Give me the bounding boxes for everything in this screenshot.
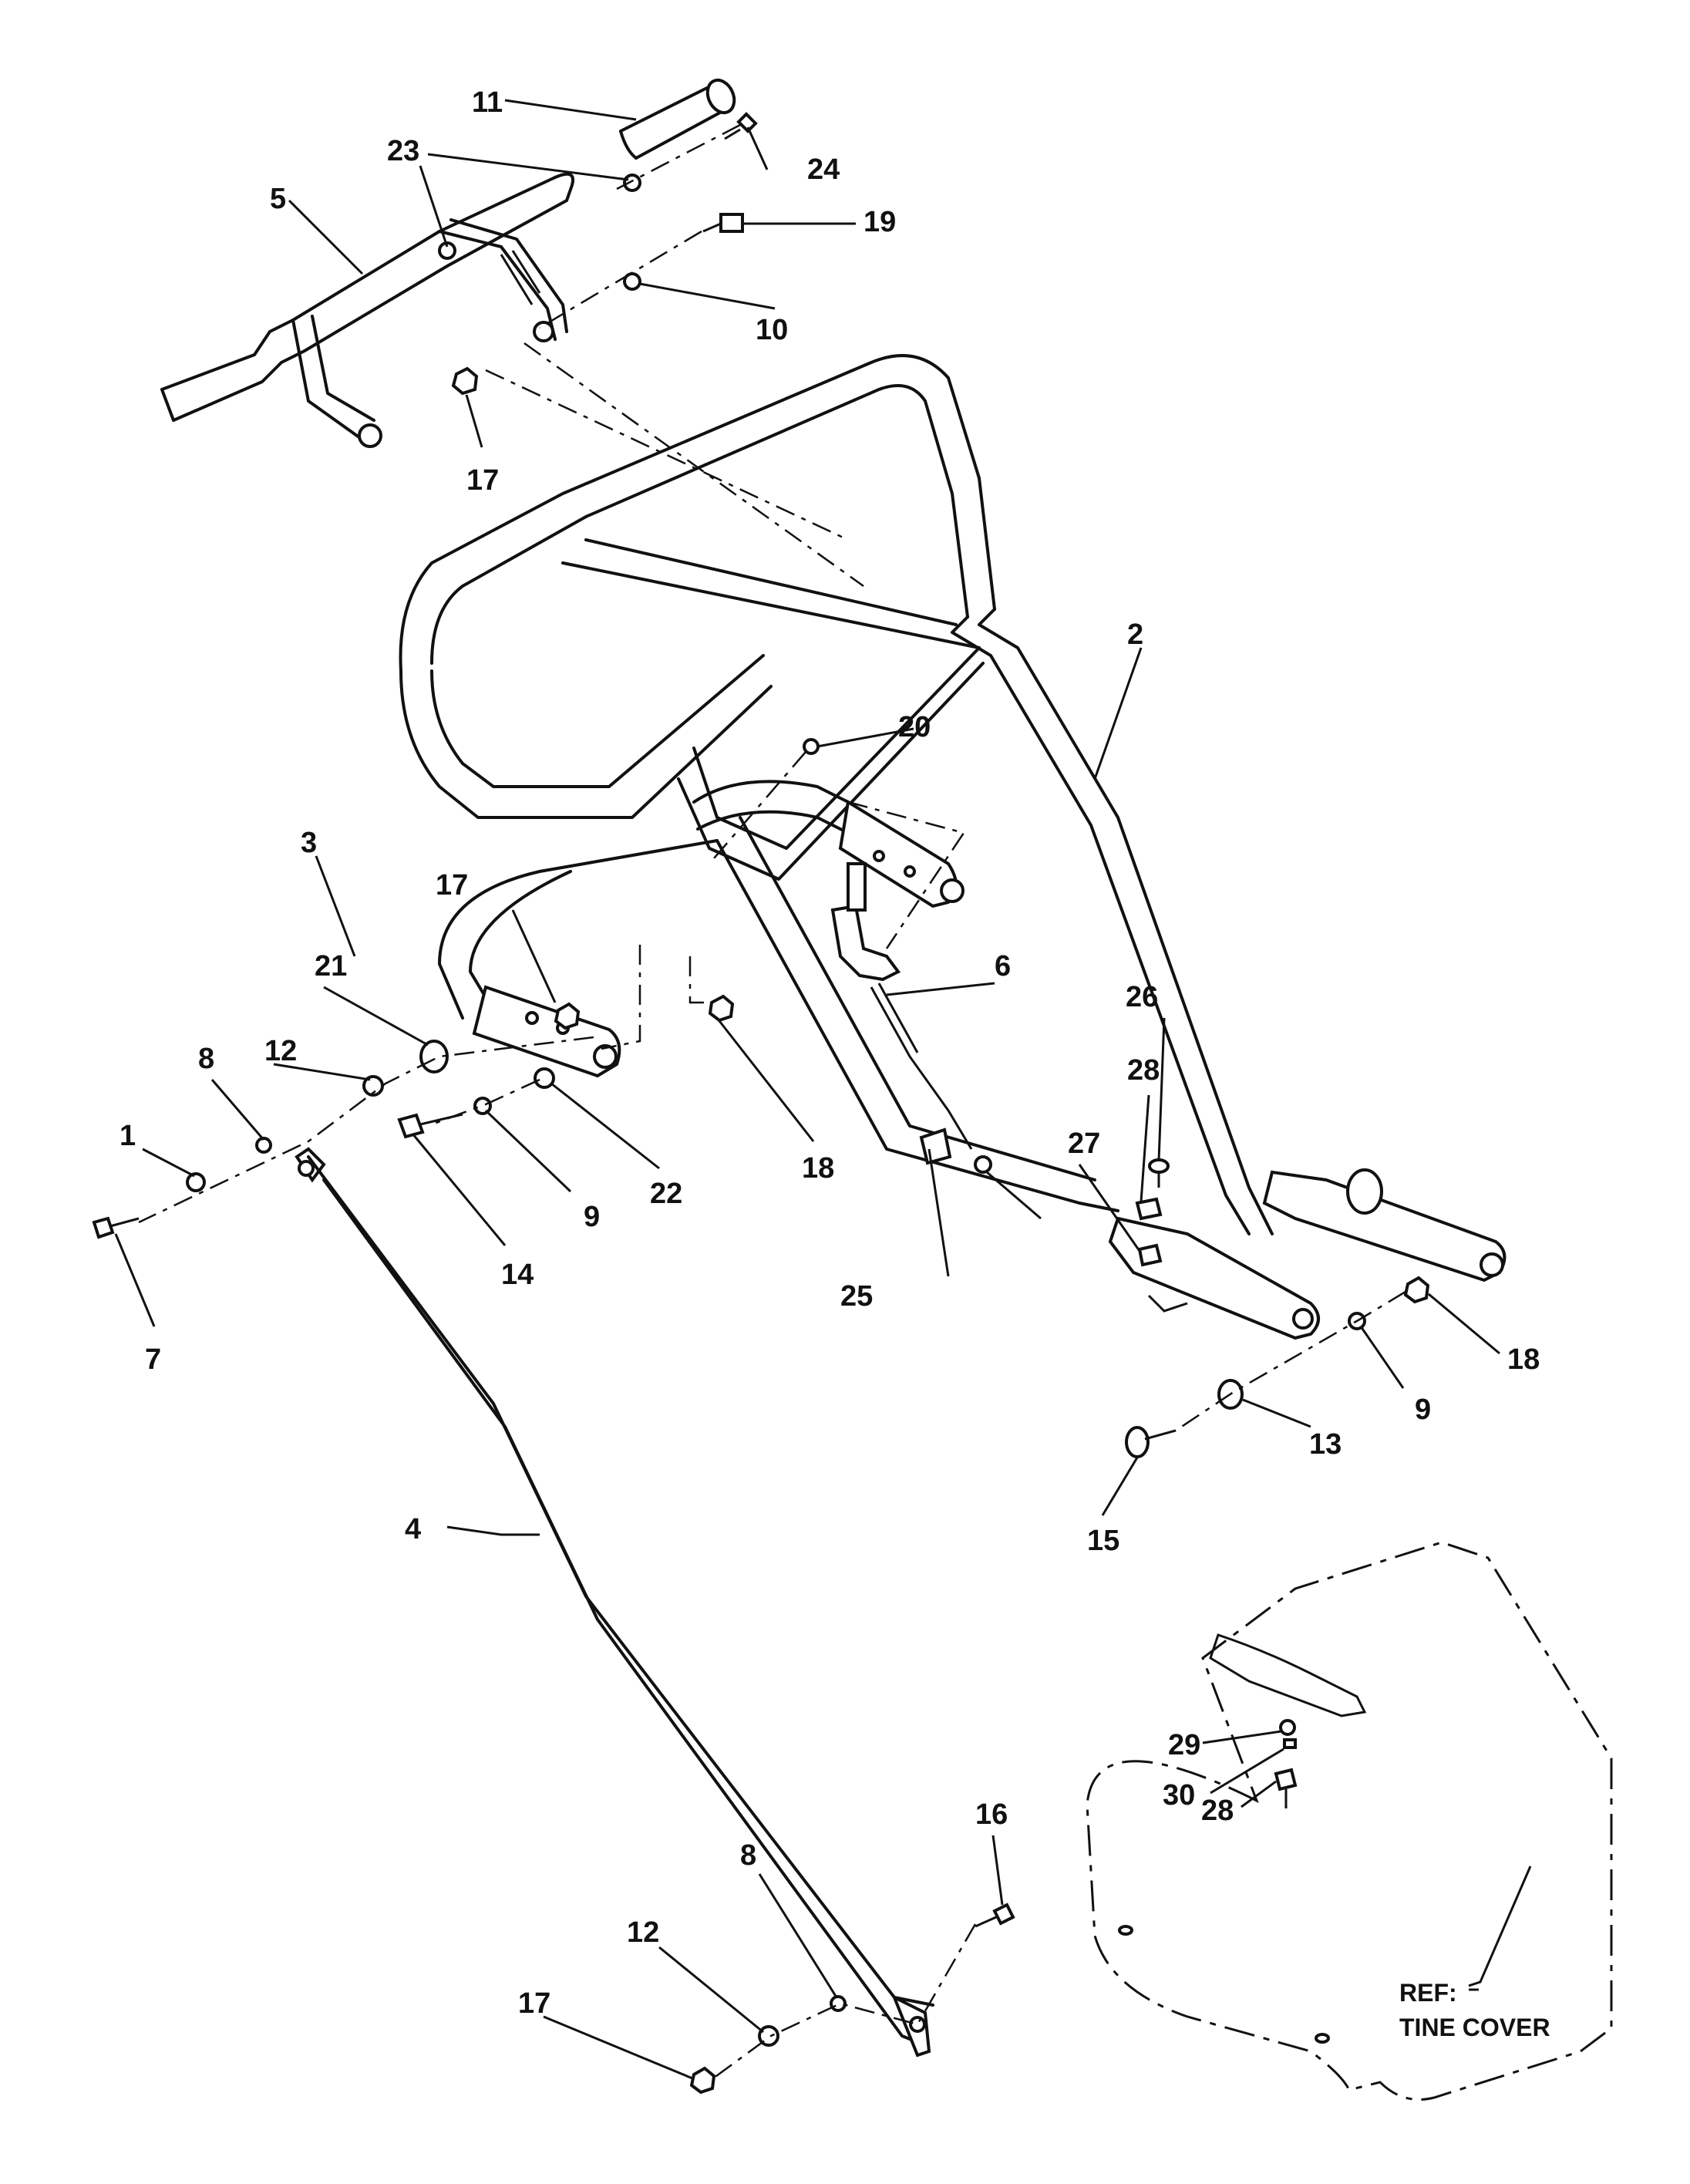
leader-lines <box>114 99 1532 2080</box>
callout-10: 10 <box>756 314 788 346</box>
callout-20: 20 <box>898 711 931 743</box>
callout-27: 27 <box>1068 1127 1100 1160</box>
part-11-handle-grip <box>619 78 736 160</box>
callout-19: 19 <box>864 206 896 238</box>
callout-30: 30 <box>1163 1779 1195 1812</box>
callout-9: 9 <box>584 1201 600 1233</box>
hardware-fasteners <box>92 112 1430 2095</box>
callout-3: 3 <box>301 827 317 859</box>
lower-right-tube-brackets <box>1108 1168 1507 1340</box>
callout-18: 18 <box>802 1152 834 1185</box>
callout-15: 15 <box>1087 1525 1119 1557</box>
callout-17: 17 <box>466 464 499 497</box>
callout-21: 21 <box>315 950 347 982</box>
callout-11: 11 <box>472 86 503 119</box>
callout-5: 5 <box>270 183 286 215</box>
callout-18-right: 18 <box>1507 1343 1540 1376</box>
callout-9-right: 9 <box>1415 1394 1431 1426</box>
callout-7: 7 <box>145 1343 161 1376</box>
callout-6: 6 <box>995 950 1011 982</box>
reference-tine-cover-label: TINE COVER <box>1399 2014 1550 2041</box>
part-3-handle-bracket <box>438 816 1119 1212</box>
callout-2: 2 <box>1127 618 1143 651</box>
callout-28-cover: 28 <box>1201 1795 1234 1827</box>
callout-13: 13 <box>1309 1428 1342 1461</box>
callout-1: 1 <box>120 1120 136 1152</box>
callout-26: 26 <box>1126 981 1158 1013</box>
callout-28: 28 <box>1127 1054 1160 1087</box>
part-5-upper-handle <box>160 172 574 448</box>
callout-12: 12 <box>264 1035 297 1067</box>
callout-17-mid: 17 <box>436 869 468 902</box>
callout-25: 25 <box>840 1280 873 1313</box>
callout-16: 16 <box>975 1798 1008 1831</box>
callout-labels: 11 24 23 5 19 10 17 2 20 3 17 21 6 12 8 … <box>120 86 1550 2041</box>
callout-4: 4 <box>405 1513 421 1545</box>
reference-label: REF: <box>1399 1979 1457 2007</box>
part-4-support-rod <box>295 1147 934 2058</box>
callout-24: 24 <box>807 153 840 186</box>
callout-12-bottom: 12 <box>627 1916 659 1949</box>
callout-23: 23 <box>387 135 419 167</box>
assembly-centerlines <box>138 123 1406 2080</box>
callout-8: 8 <box>198 1043 214 1075</box>
callout-14: 14 <box>501 1259 534 1291</box>
callout-8-bottom: 8 <box>740 1839 756 1872</box>
callout-22: 22 <box>650 1178 682 1210</box>
tine-cover-reference <box>1086 1541 1613 2101</box>
part-6-control-lever-cable <box>692 780 1042 1220</box>
part-2-lower-handle-frame <box>399 354 1274 1235</box>
callout-17-bottom: 17 <box>518 1987 550 2020</box>
callout-29: 29 <box>1168 1729 1200 1761</box>
